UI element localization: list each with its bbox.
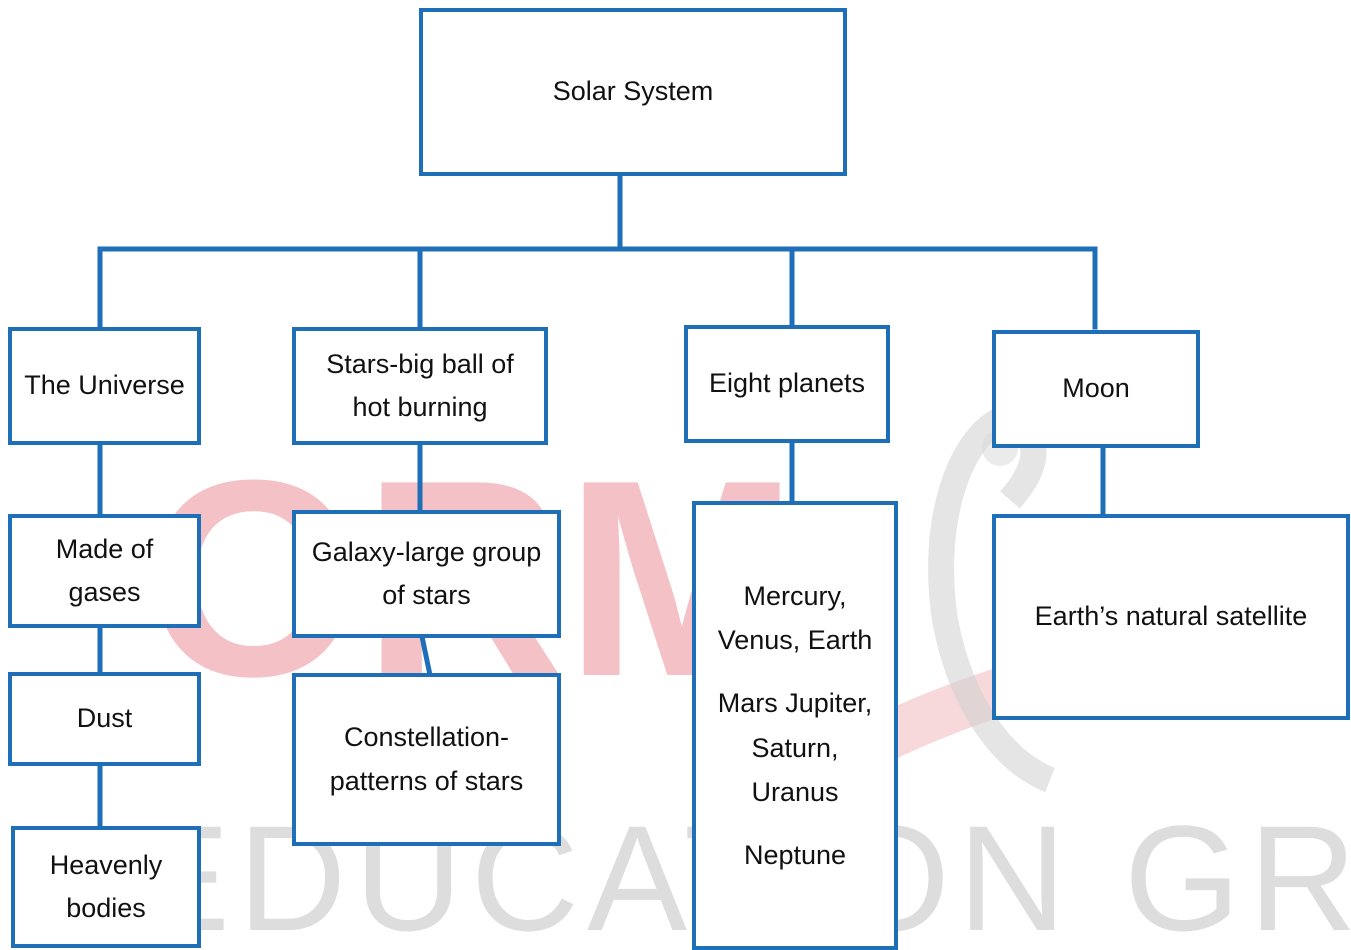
child-node-dust: Dust [8, 672, 201, 766]
child-node-made-of-gases: Made of gases [8, 514, 201, 628]
branch-node-moon: Moon [992, 330, 1200, 448]
branch-node-planets: Eight planets [684, 325, 890, 443]
child-label-dust: Dust [76, 703, 133, 734]
child-node-earth-satellite: Earth’s natural satellite [992, 514, 1350, 720]
child-label-earth-satellite: Earth’s natural satellite [1034, 601, 1308, 632]
child-node-galaxy: Galaxy-large group of stars [292, 510, 561, 638]
branch-node-universe: The Universe [8, 327, 201, 445]
branch-node-stars: Stars-big ball of hot burning [292, 327, 548, 445]
planets-list-stack: Mercury, Venus, Earth Mars Jupiter, Satu… [706, 523, 884, 928]
branch-label-stars: Stars-big ball of hot burning [326, 348, 514, 422]
branch-label-planets: Eight planets [708, 368, 866, 399]
child-node-constellation: Constellation-patterns of stars [292, 673, 561, 846]
child-label-constellation: Constellation-patterns of stars [329, 722, 524, 796]
planets-group-1: Mercury, Venus, Earth [717, 580, 873, 656]
child-label-heavenly-bodies: Heavenly bodies [49, 849, 163, 923]
planets-group-2: Mars Jupiter, Saturn, Uranus [717, 687, 873, 808]
root-node-solar-system: Solar System [419, 8, 847, 176]
child-node-heavenly-bodies: Heavenly bodies [11, 826, 201, 948]
planets-group-3: Neptune [743, 839, 847, 870]
branch-label-moon: Moon [1062, 373, 1130, 404]
child-label-galaxy: Galaxy-large group of stars [311, 536, 542, 610]
branch-label-universe: The Universe [24, 370, 185, 401]
child-node-planets-list: Mercury, Venus, Earth Mars Jupiter, Satu… [692, 501, 898, 950]
child-label-made-of-gases: Made of gases [55, 533, 154, 607]
root-label: Solar System [552, 76, 714, 107]
